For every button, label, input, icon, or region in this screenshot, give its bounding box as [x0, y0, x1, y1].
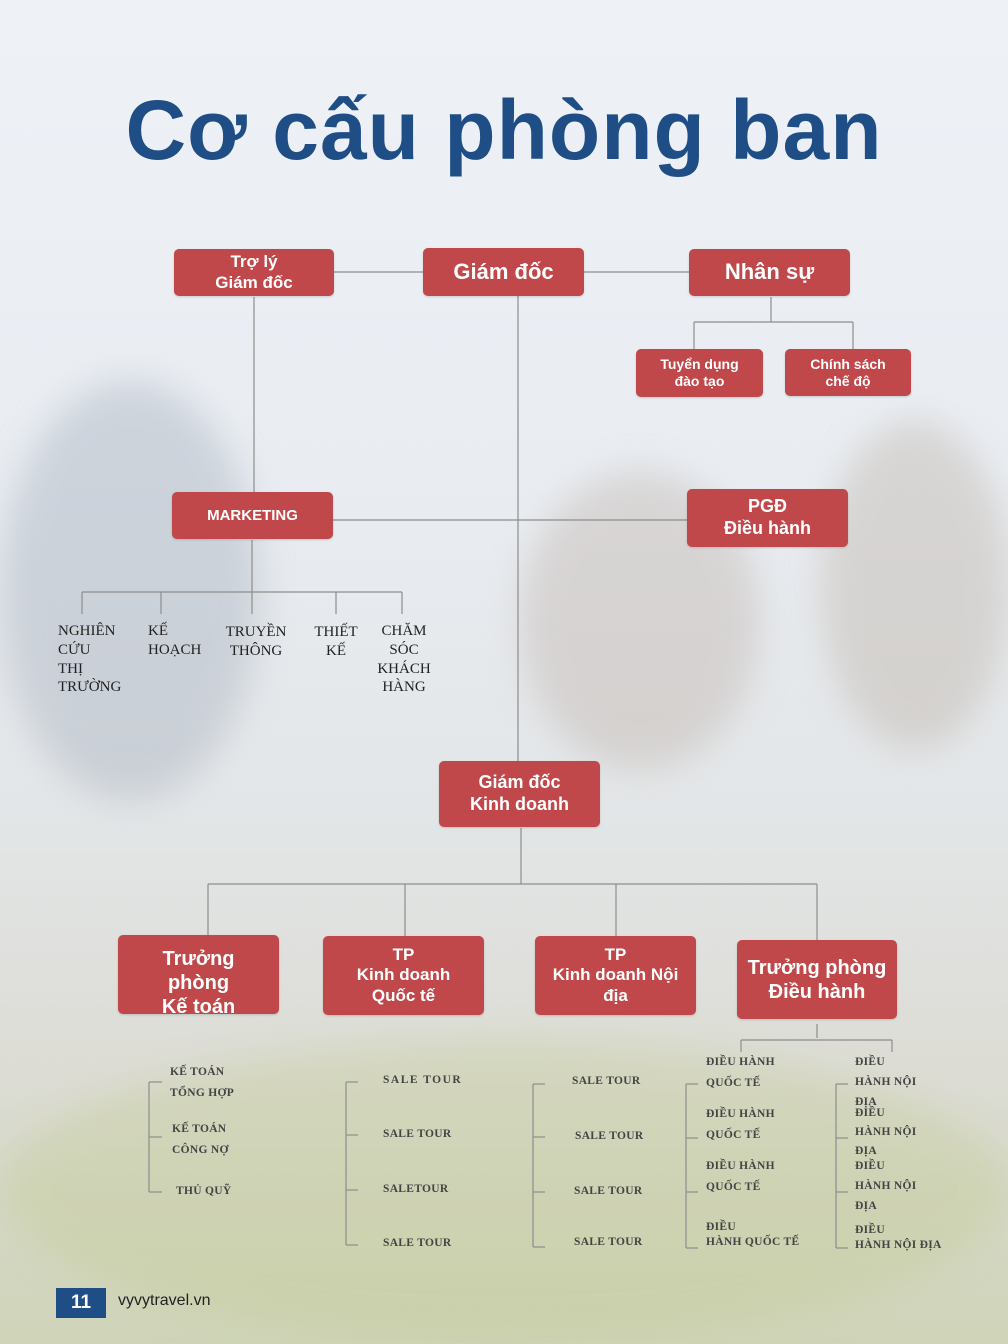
unit-ke-toan-tong-hop: KẾ TOÁN TỔNG HỢP [170, 1066, 235, 1099]
page-title: Cơ cấu phòng ban [125, 83, 883, 177]
node-truong-phong-dieu-hanh: Trưởng phòng Điều hành [737, 940, 897, 1019]
background-shape [0, 380, 260, 800]
node-tuyen-dung-dao-tao: Tuyển dụng đào tạo [636, 349, 763, 397]
unit-ke-hoach: KẾ HOẠCH [148, 623, 202, 658]
unit-sale-tour-nd: SALE TOUR [574, 1236, 643, 1248]
unit-cham-soc-khach-hang: CHĂM SÓC KHÁCH HÀNG [377, 623, 431, 696]
unit-nghien-cuu-thi-truong: NGHIÊN CỨU THỊ TRƯỜNG [58, 623, 122, 696]
node-chinh-sach-che-do: Chính sách chế độ [785, 349, 911, 396]
unit-dieu-hanh-quoc-te: ĐIỀU HÀNH QUỐC TẾ [706, 1221, 800, 1248]
background-shape [820, 420, 1008, 750]
node-giam-doc-kinh-doanh: Giám đốc Kinh doanh [439, 761, 600, 827]
node-pgd-dieu-hanh: PGĐ Điều hành [687, 489, 848, 547]
unit-sale-tour-nd: SALE TOUR [572, 1075, 641, 1087]
unit-sale-tour-qt: SALETOUR [383, 1183, 449, 1195]
unit-thu-quy: THỦ QUỸ [176, 1185, 232, 1197]
node-nhan-su: Nhân sự [689, 249, 850, 296]
unit-sale-tour-qt: SALE TOUR [383, 1074, 463, 1086]
unit-dieu-hanh-quoc-te: ĐIỀU HÀNH QUỐC TẾ [706, 1108, 775, 1141]
node-giam-doc: Giám đốc [423, 248, 584, 296]
unit-ke-toan-cong-no: KẾ TOÁN CÔNG NỢ [172, 1123, 229, 1156]
unit-sale-tour-qt: SALE TOUR [383, 1237, 452, 1249]
node-tp-kinh-doanh-noi-dia: TP Kinh doanh Nội địa [535, 936, 696, 1015]
unit-dieu-hanh-noi-dia: ĐIỀU HÀNH NỘI ĐỊA [855, 1160, 917, 1213]
unit-sale-tour-nd: SALE TOUR [574, 1185, 643, 1197]
unit-truyen-thong: TRUYỀN THÔNG [225, 624, 287, 659]
unit-dieu-hanh-noi-dia: ĐIỀU HÀNH NỘI ĐỊA [855, 1056, 917, 1109]
unit-sale-tour-qt: SALE TOUR [383, 1128, 452, 1140]
unit-dieu-hanh-quoc-te: ĐIỀU HÀNH QUỐC TẾ [706, 1056, 775, 1089]
unit-dieu-hanh-quoc-te: ĐIỀU HÀNH QUỐC TẾ [706, 1160, 775, 1193]
node-tp-kinh-doanh-quoc-te: TP Kinh doanh Quốc tế [323, 936, 484, 1015]
node-tro-ly-giam-doc: Trợ lý Giám đốc [174, 249, 334, 296]
node-marketing: MARKETING [172, 492, 333, 539]
website-label: vyvytravel.vn [118, 1292, 211, 1309]
unit-dieu-hanh-noi-dia: ĐIỀU HÀNH NỘI ĐỊA [855, 1224, 942, 1251]
unit-thiet-ke: THIẾT KẾ [314, 624, 358, 659]
page-number: 11 [56, 1288, 106, 1318]
node-truong-phong-ke-toan: Trưởng phòng Kế toán [118, 935, 279, 1014]
unit-sale-tour-nd: SALE TOUR [575, 1130, 644, 1142]
background-shape [0, 1040, 1008, 1340]
unit-dieu-hanh-noi-dia: ĐIỀU HÀNH NỘI ĐỊA [855, 1107, 917, 1157]
